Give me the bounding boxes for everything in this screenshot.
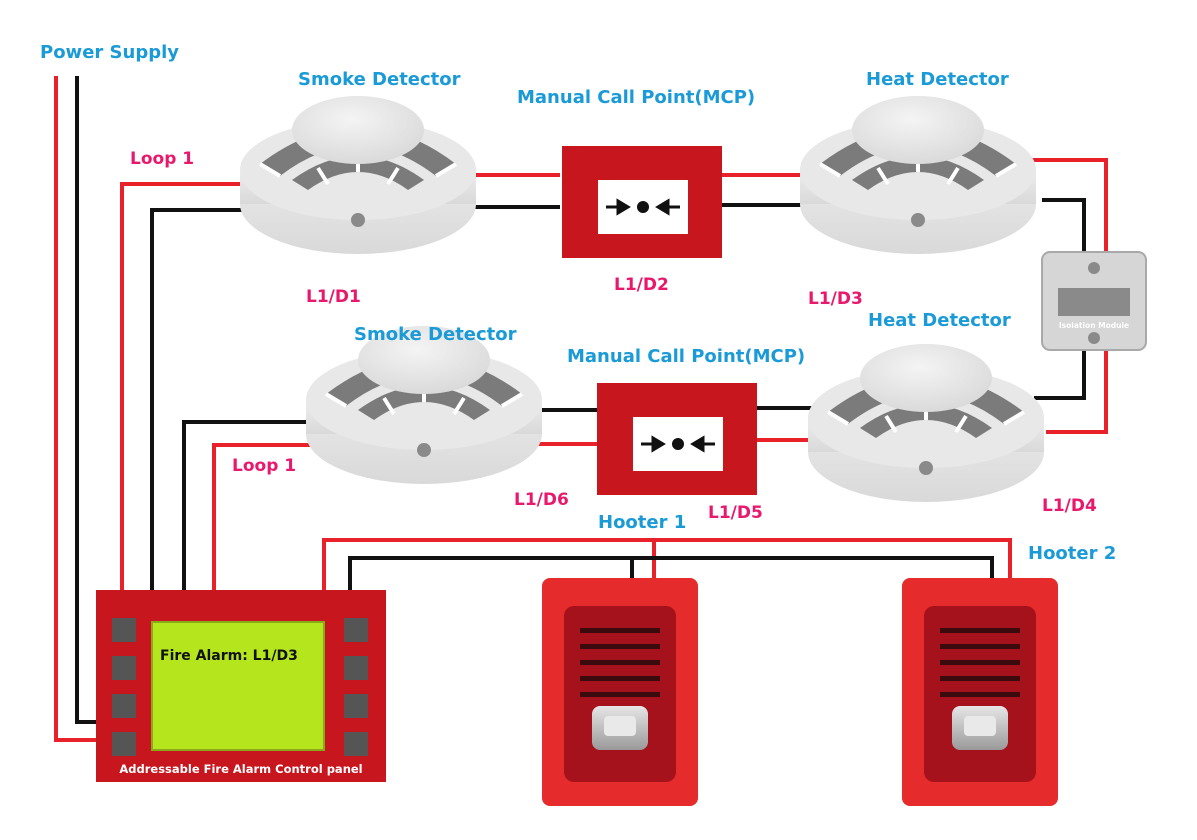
heat-detector-2-label: Heat Detector [868,310,1011,331]
wiring [54,76,1108,742]
panel-button [112,732,136,756]
panel-button [344,732,368,756]
hooter-red-wire [322,538,1012,592]
isolation-module: Isolation Module [1041,251,1147,351]
address-d1-label: L1/D1 [306,287,361,307]
panel-button [344,694,368,718]
address-d3-label: L1/D3 [808,289,863,309]
loop-bottom-label: Loop 1 [232,456,296,476]
loop-top-label: Loop 1 [130,149,194,169]
loop-top-red-wire [120,182,250,592]
address-d6-label: L1/D6 [514,490,569,510]
power-supply-label: Power Supply [40,42,179,63]
smoke-detector-1 [238,94,478,256]
hooter-1-label: Hooter 1 [598,512,686,533]
hooter-2 [902,578,1058,806]
smoke-detector-1-label: Smoke Detector [298,69,461,90]
panel-button [344,656,368,680]
heat-detector-2 [806,342,1046,504]
panel-button [112,694,136,718]
mcp-1-label: Manual Call Point(MCP) [517,87,755,108]
heat-detector-1 [798,94,1038,256]
panel-screen-text: Fire Alarm: L1/D3 [160,648,298,664]
address-d4-label: L1/D4 [1042,496,1097,516]
loop-bottom-red-wire [212,443,316,592]
panel-screen [151,621,325,751]
hooter-2-label: Hooter 2 [1028,543,1116,564]
smoke-detector-2-label: Smoke Detector [354,324,517,345]
hooter-1 [542,578,698,806]
heat-detector-1-label: Heat Detector [866,69,1009,90]
power-supply-red-wire [54,76,98,742]
panel-button [112,618,136,642]
mcp-2-label: Manual Call Point(MCP) [567,346,805,367]
loop-top-black-wire [150,208,250,592]
loop-bottom-black-wire [182,420,316,592]
power-supply-black-wire [75,76,98,724]
panel-button [344,618,368,642]
address-d2-label: L1/D2 [614,275,669,295]
manual-call-point-1 [560,144,724,260]
address-d5-label: L1/D5 [708,503,763,523]
smoke-detector-2 [304,324,544,486]
panel-button [112,656,136,680]
fire-alarm-control-panel: Fire Alarm: L1/D3 Addressable Fire Alarm… [96,590,386,782]
isolation-module-label: Isolation Module [1059,321,1129,330]
hooter-black-wire [348,556,994,592]
manual-call-point-2 [595,381,759,497]
panel-title: Addressable Fire Alarm Control panel [119,762,362,776]
